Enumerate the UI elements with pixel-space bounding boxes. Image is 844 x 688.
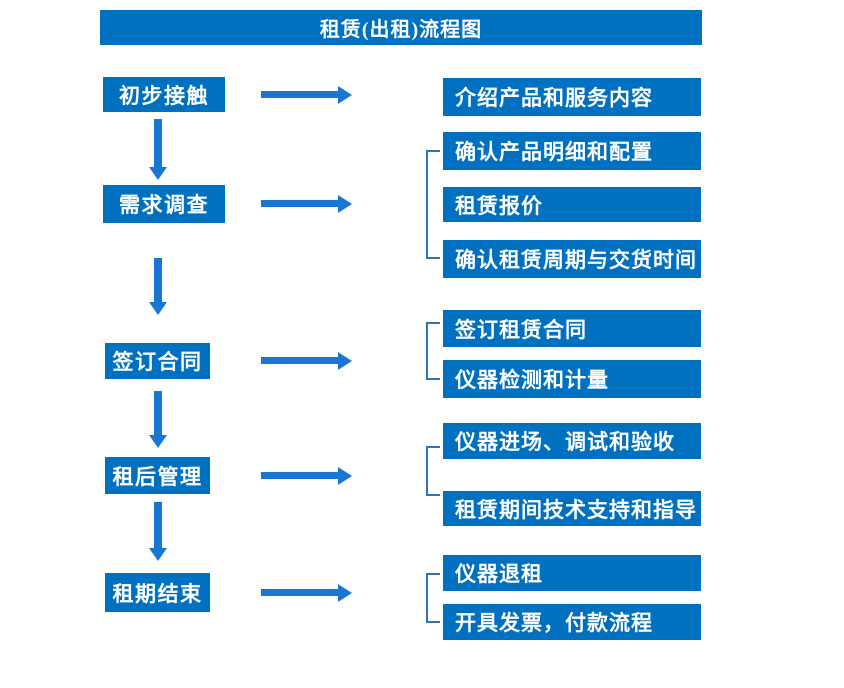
detail-instrument-acceptance: 仪器进场、调试和验收 xyxy=(443,423,701,459)
detail-invoice-payment: 开具发票，付款流程 xyxy=(443,604,701,640)
down-arrow-connector-3 xyxy=(154,391,162,435)
right-arrow-connector-4 xyxy=(261,472,338,479)
step-rental-end: 租期结束 xyxy=(105,573,210,612)
detail-instrument-return: 仪器退租 xyxy=(443,555,701,591)
step-initial-contact: 初步接触 xyxy=(103,77,225,112)
right-arrow-connector-1 xyxy=(261,91,338,98)
down-arrow-connector-2 xyxy=(154,258,162,302)
detail-sign-rental-contract: 签订租赁合同 xyxy=(443,310,701,347)
bracket-group-sign-contract xyxy=(426,322,440,380)
detail-introduce-products: 介绍产品和服务内容 xyxy=(443,78,701,116)
detail-instrument-testing: 仪器检测和计量 xyxy=(443,360,701,398)
step-demand-survey: 需求调查 xyxy=(103,185,225,223)
bracket-group-demand-survey xyxy=(426,150,440,259)
detail-rental-quotation: 租赁报价 xyxy=(443,187,701,222)
flowchart-title: 租赁(出租)流程图 xyxy=(100,10,702,45)
right-arrow-connector-3 xyxy=(261,357,338,364)
right-arrow-connector-5 xyxy=(261,589,338,596)
step-sign-contract: 签订合同 xyxy=(105,343,210,379)
right-arrow-connector-2 xyxy=(261,200,338,207)
detail-confirm-product-config: 确认产品明细和配置 xyxy=(443,132,701,170)
step-post-rental-management: 租后管理 xyxy=(105,457,210,494)
down-arrow-connector-4 xyxy=(154,502,162,548)
detail-technical-support: 租赁期间技术支持和指导 xyxy=(443,491,701,526)
down-arrow-connector-1 xyxy=(154,119,162,167)
bracket-group-post-rental xyxy=(426,446,440,496)
bracket-group-rental-end xyxy=(426,573,440,623)
detail-confirm-period-delivery: 确认租赁周期与交货时间 xyxy=(443,240,701,278)
